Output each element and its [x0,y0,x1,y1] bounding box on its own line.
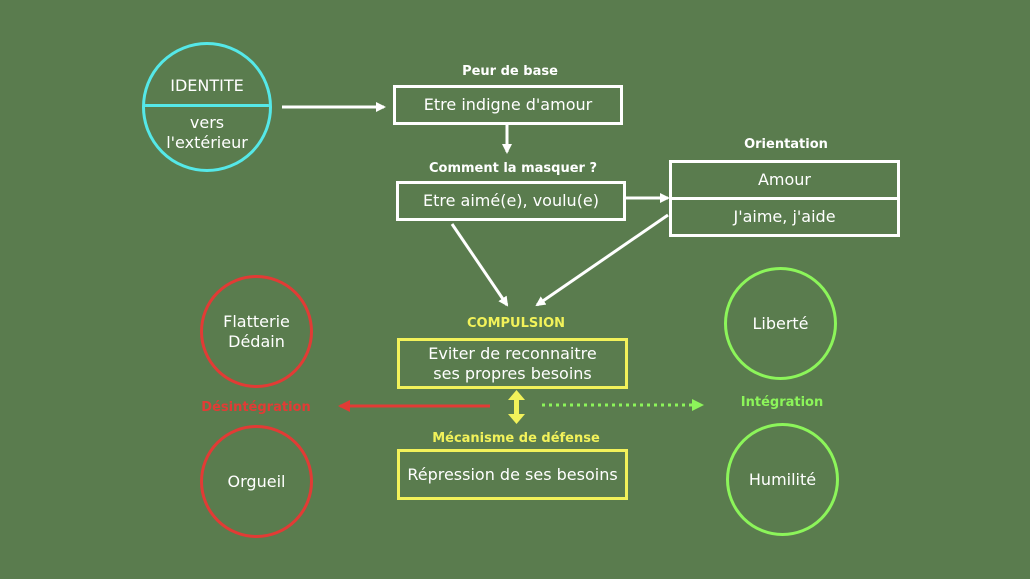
mask-box: Etre aimé(e), voulu(e) [396,181,626,221]
identity-label: IDENTITE [145,45,269,107]
double-arrow-compulsion-defense [508,390,525,424]
compulsion-title: COMPULSION [466,316,566,331]
disintegration-circle-orgueil: Orgueil [200,425,313,538]
identity-direction: vers l'extérieur [166,113,248,152]
arrow-orientation-to-compulsion [535,213,669,307]
orientation-row-1: Amour [669,160,900,200]
disintegration-circle-flatterie: Flatterie Dédain [200,275,313,388]
integration-label: Intégration [740,395,824,410]
compulsion-box: Eviter de reconnaitre ses propres besoin… [397,338,628,389]
mask-title: Comment la masquer ? [428,161,598,176]
fear-box: Etre indigne d'amour [393,85,623,125]
fear-title: Peur de base [462,64,558,79]
orientation-title: Orientation [744,137,828,152]
integration-circle-liberte: Liberté [724,267,837,380]
identity-circle: IDENTITE vers l'extérieur [142,42,272,172]
defense-box: Répression de ses besoins [397,449,628,500]
orientation-row-2: J'aime, j'aide [669,197,900,237]
integration-circle-humilite: Humilité [726,423,839,536]
arrow-mask-to-compulsion [450,223,509,307]
defense-title: Mécanisme de défense [432,431,600,446]
disintegration-label: Désintégration [201,400,311,415]
